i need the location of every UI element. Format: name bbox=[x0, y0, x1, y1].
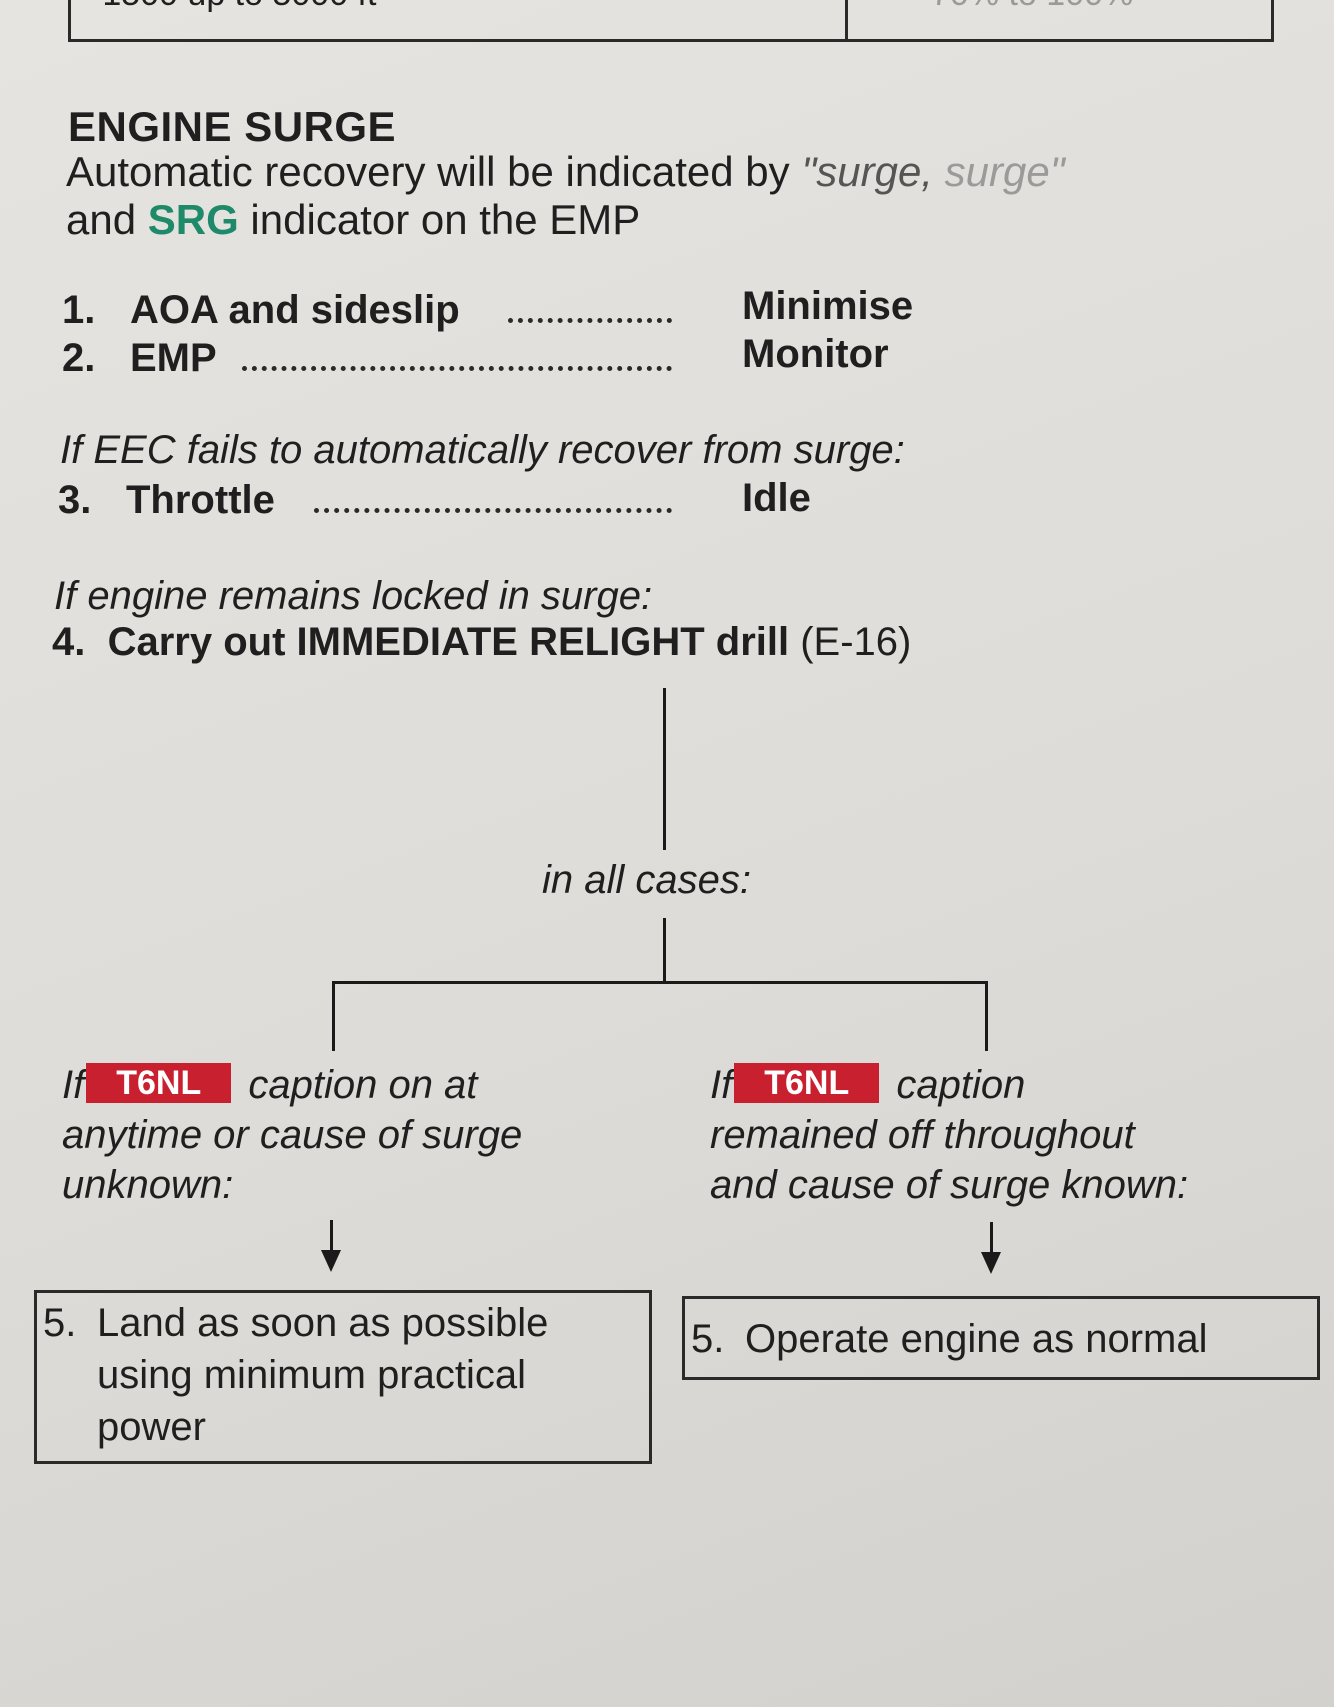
section-title: ENGINE SURGE bbox=[68, 103, 397, 150]
step-3-leader-dots bbox=[314, 508, 672, 513]
flow-line-right-drop bbox=[985, 981, 988, 1051]
t6nl-caption-badge: T6NL bbox=[734, 1063, 880, 1103]
step-4-number: 4. bbox=[52, 620, 86, 664]
left-result-box: 5. Land as soon as possible using minimu… bbox=[34, 1290, 652, 1464]
flow-line-top bbox=[663, 688, 666, 850]
left-branch-line-3: unknown: bbox=[62, 1163, 234, 1207]
left-arrow-shaft bbox=[330, 1220, 333, 1254]
table-cell-altitude: -1500 up to 5000 ft bbox=[91, 0, 376, 14]
left-result-number: 5. bbox=[43, 1301, 77, 1345]
step-3-number: 3. bbox=[58, 478, 92, 522]
step-2-item: EMP bbox=[130, 336, 217, 380]
condition-locked-in-surge: If engine remains locked in surge: bbox=[54, 574, 653, 618]
flow-line-horizontal bbox=[332, 981, 988, 984]
left-branch-line-2: anytime or cause of surge bbox=[62, 1113, 523, 1157]
intro-line-2-post: indicator on the EMP bbox=[238, 196, 641, 243]
right-result-number: 5. bbox=[691, 1317, 725, 1361]
condition-eec-fails: If EEC fails to automatically recover fr… bbox=[60, 428, 905, 472]
right-result-box: 5. Operate engine as normal bbox=[682, 1296, 1320, 1380]
right-branch-line-2: remained off throughout bbox=[710, 1113, 1135, 1157]
left-branch-if: If bbox=[62, 1063, 85, 1107]
top-table-fragment: -1500 up to 5000 ft 70% to 100% bbox=[68, 0, 1274, 42]
step-2-leader-dots bbox=[242, 366, 672, 371]
right-branch-text-a: caption bbox=[885, 1063, 1026, 1107]
left-result-line-1: Land as soon as possible bbox=[97, 1301, 549, 1345]
step-1-action: Minimise bbox=[742, 284, 914, 328]
right-branch-if: If bbox=[710, 1063, 733, 1107]
intro-line-1-text: Automatic recovery will be indicated by bbox=[66, 148, 802, 195]
step-4-drill: 4. Carry out IMMEDIATE RELIGHT drill (E-… bbox=[52, 620, 911, 665]
table-divider bbox=[845, 0, 848, 39]
step-4-text: Carry out IMMEDIATE RELIGHT drill bbox=[107, 620, 790, 664]
step-1-number: 1. bbox=[62, 288, 96, 332]
intro-text: Automatic recovery will be indicated by … bbox=[66, 148, 1065, 244]
intro-line-2-pre: and bbox=[66, 196, 148, 243]
intro-line-1: Automatic recovery will be indicated by … bbox=[66, 148, 1065, 196]
flow-line-mid bbox=[663, 918, 666, 982]
right-arrow-down-icon bbox=[981, 1252, 1001, 1274]
step-1-item: AOA and sideslip bbox=[130, 288, 460, 332]
step-2-action: Monitor bbox=[742, 332, 889, 376]
intro-quote-b: surge" bbox=[944, 148, 1065, 195]
left-branch-text-a: caption on at bbox=[237, 1063, 478, 1107]
right-result-text: Operate engine as normal bbox=[745, 1317, 1208, 1361]
intro-line-2: and SRG indicator on the EMP bbox=[66, 196, 1065, 244]
step-4-reference: (E-16) bbox=[789, 620, 912, 664]
step-1-leader-dots bbox=[508, 318, 672, 323]
intro-quote-a: "surge, bbox=[801, 148, 945, 195]
step-3-action: Idle bbox=[742, 476, 811, 520]
left-arrow-down-icon bbox=[321, 1250, 341, 1272]
srg-indicator-text: SRG bbox=[147, 196, 239, 243]
table-cell-percent: 70% to 100% bbox=[931, 0, 1133, 14]
right-arrow-shaft bbox=[990, 1222, 993, 1256]
flow-junction-label: in all cases: bbox=[542, 858, 751, 902]
flow-line-left-drop bbox=[332, 981, 335, 1051]
t6nl-caption-badge: T6NL bbox=[86, 1063, 232, 1103]
step-2-number: 2. bbox=[62, 336, 96, 380]
left-result-line-2: using minimum practical bbox=[97, 1353, 527, 1397]
step-3-item: Throttle bbox=[126, 478, 275, 522]
left-result-line-3: power bbox=[97, 1405, 206, 1449]
left-result-text: Land as soon as possible using minimum p… bbox=[97, 1297, 548, 1453]
right-branch-line-3: and cause of surge known: bbox=[710, 1163, 1189, 1207]
